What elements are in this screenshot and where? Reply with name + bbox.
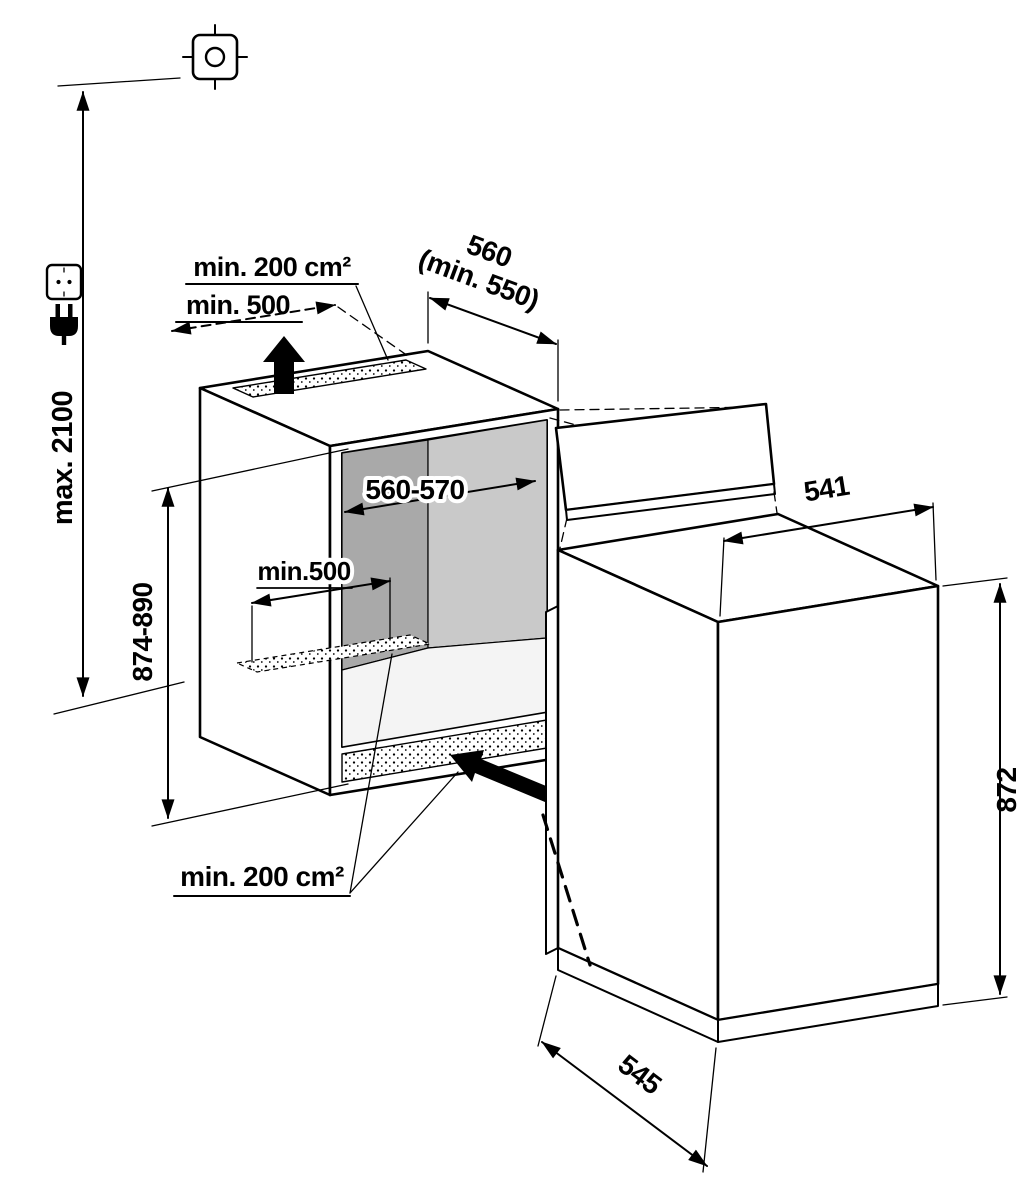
niche-width-label: 560-570 (365, 474, 464, 505)
dimension-niche-width: 560-570 (344, 470, 536, 516)
decor-door-panel (549, 402, 778, 549)
airflow-in-arrow (450, 750, 563, 807)
bottom-vent-area-label: min. 200 cm² (180, 861, 344, 892)
extension-line (53, 681, 185, 715)
dimension-line (344, 477, 536, 516)
leader-line (349, 653, 393, 894)
dimension-appliance-height: 872 (942, 577, 1022, 1006)
appliance-height-label: 872 (991, 767, 1022, 812)
cabinet-niche (198, 336, 563, 807)
floor-vent-length-label: min.500 (257, 556, 350, 586)
niche-height-label: 874-890 (127, 582, 158, 681)
socket-pin-left (56, 279, 61, 285)
power-plug-icon (50, 304, 78, 345)
registration-circle (204, 46, 226, 68)
extension-line (719, 537, 725, 617)
dimension-line (429, 297, 557, 345)
dimension-line (723, 503, 934, 545)
extension-line (942, 996, 1008, 1006)
appliance-width-label: 541 (802, 470, 852, 508)
appliance-side-face (556, 548, 720, 1022)
extension-line (337, 306, 409, 357)
dimension-top-vent-length: min. 500 (171, 286, 409, 357)
top-vent-area-label: min. 200 cm² (193, 252, 351, 282)
dimension-appliance-width: 541 (719, 470, 937, 617)
dimension-top-vent-area: min. 200 cm² (185, 252, 389, 361)
dimension-floor-vent-length: min.500 (251, 552, 391, 663)
extension-line (151, 783, 349, 827)
panel-to-appliance-dashed-left (559, 517, 568, 549)
slide-in-dashed-line (541, 813, 592, 967)
extension-line (57, 77, 181, 87)
dimension-bottom-vent-area: min. 200 cm² (173, 653, 459, 897)
socket-pin-right (67, 279, 72, 285)
floor-vent-strip-hidden (236, 634, 431, 673)
appliance-base-front (717, 983, 939, 1043)
power-socket-icon (45, 263, 83, 301)
airflow-up-arrow (263, 336, 305, 394)
extension-line (942, 577, 1008, 587)
dimension-line (541, 1041, 708, 1167)
dimension-max-height: max. 2100 (47, 77, 185, 715)
registration-mark (182, 24, 248, 90)
leader-line (355, 285, 389, 361)
door-panel-edge (565, 483, 776, 521)
extension-line (537, 975, 557, 1047)
registration-square (191, 33, 239, 81)
extension-line (151, 448, 349, 492)
top-vent-length-label: min. 500 (186, 290, 290, 320)
niche-back-wall (427, 419, 548, 649)
extension-line (932, 502, 937, 581)
extension-line (702, 1047, 717, 1173)
cabinet-side-panel (198, 386, 332, 797)
appliance-door-face (716, 584, 940, 1022)
dimension-line (251, 577, 391, 607)
appliance-door-edge-slab (545, 605, 559, 955)
leader-line (349, 771, 459, 894)
panel-to-appliance-dashed-right (773, 491, 778, 514)
max-height-label: max. 2100 (47, 391, 79, 525)
dimension-niche-height: 874-890 (127, 448, 349, 827)
appliance (541, 512, 940, 1043)
appliance-depth-label: 545 (612, 1048, 667, 1100)
dimension-line (171, 301, 336, 335)
